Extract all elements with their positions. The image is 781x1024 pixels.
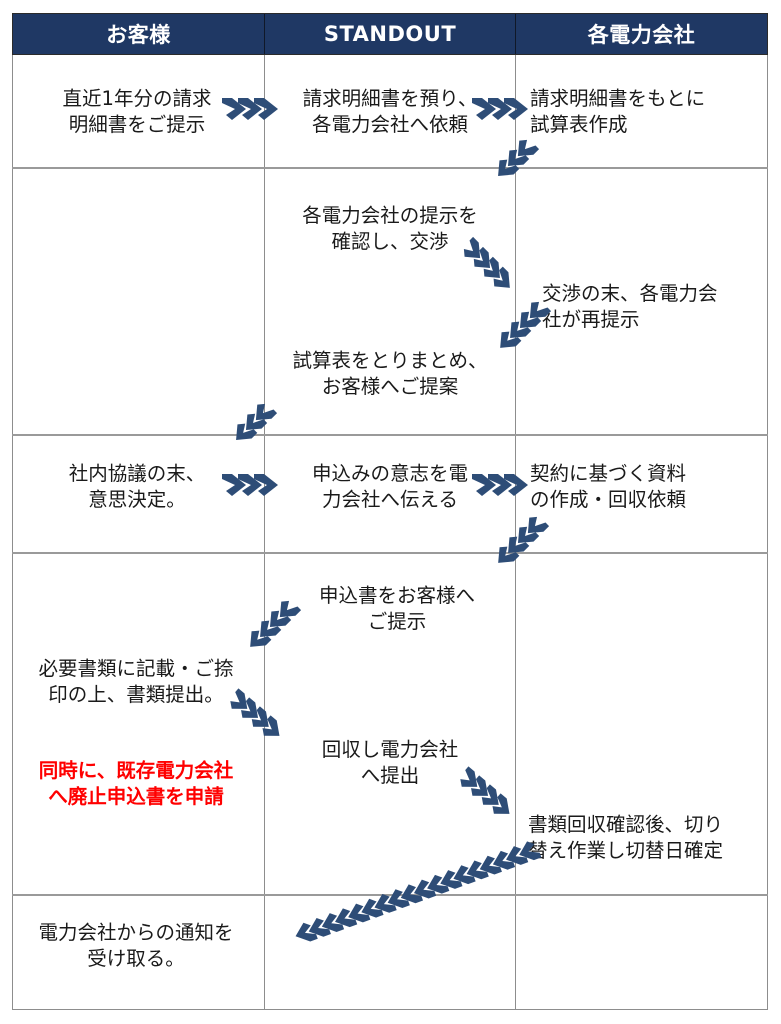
step-11-customer: 必要書類に記載・ご捺 印の上、書類提出。 [38,657,234,706]
step-13-standout: 回収し電力会社 へ提出 [321,738,459,787]
column-header-utilities: 各電力会社 [516,14,767,54]
step-7-customer: 社内協議の末、 意思決定。 [68,462,206,511]
column-divider-1 [264,55,265,1010]
step-1-customer: 直近1年分の請求 明細書をご提示 [62,87,212,136]
row-divider-4 [12,894,768,896]
step-5-utilities: 交渉の末、各電力会 社が再提示 [542,282,718,331]
step-6-standout: 試算表をとりまとめ、 お客様へご提案 [292,349,488,398]
step-2-standout: 請求明細書を預り、 各電力会社へ依頼 [302,87,478,136]
step-14-utilities: 書類回収確認後、切り 替え作業し切替日確定 [528,813,724,862]
step-10-standout: 申込書をお客様へ ご提示 [318,584,475,633]
step-15-customer: 電力会社からの通知を 受け取る。 [38,921,234,970]
row-divider-1 [12,167,768,169]
row-divider-2 [12,434,768,436]
step-8-standout: 申込みの意志を電 力会社へ伝える [311,462,468,511]
row-divider-3 [12,552,768,554]
column-header-standout: STANDOUT [265,14,516,54]
column-header-utilities-label: 各電力会社 [587,23,696,47]
column-header-standout-label: STANDOUT [323,22,457,46]
step-9-utilities: 契約に基づく資料 の作成・回収依頼 [530,462,687,511]
step-12-customer-alert: 同時に、既存電力会社 へ廃止申込書を申請 [38,759,234,808]
step-4-standout: 各電力会社の提示を 確認し、交渉 [302,204,478,253]
step-3-utilities: 請求明細書をもとに 試算表作成 [530,87,706,136]
table-header-row: お客様 STANDOUT 各電力会社 [12,13,768,55]
column-header-customer: お客様 [13,14,265,54]
column-header-customer-label: お客様 [106,23,171,47]
column-divider-2 [515,55,516,1010]
